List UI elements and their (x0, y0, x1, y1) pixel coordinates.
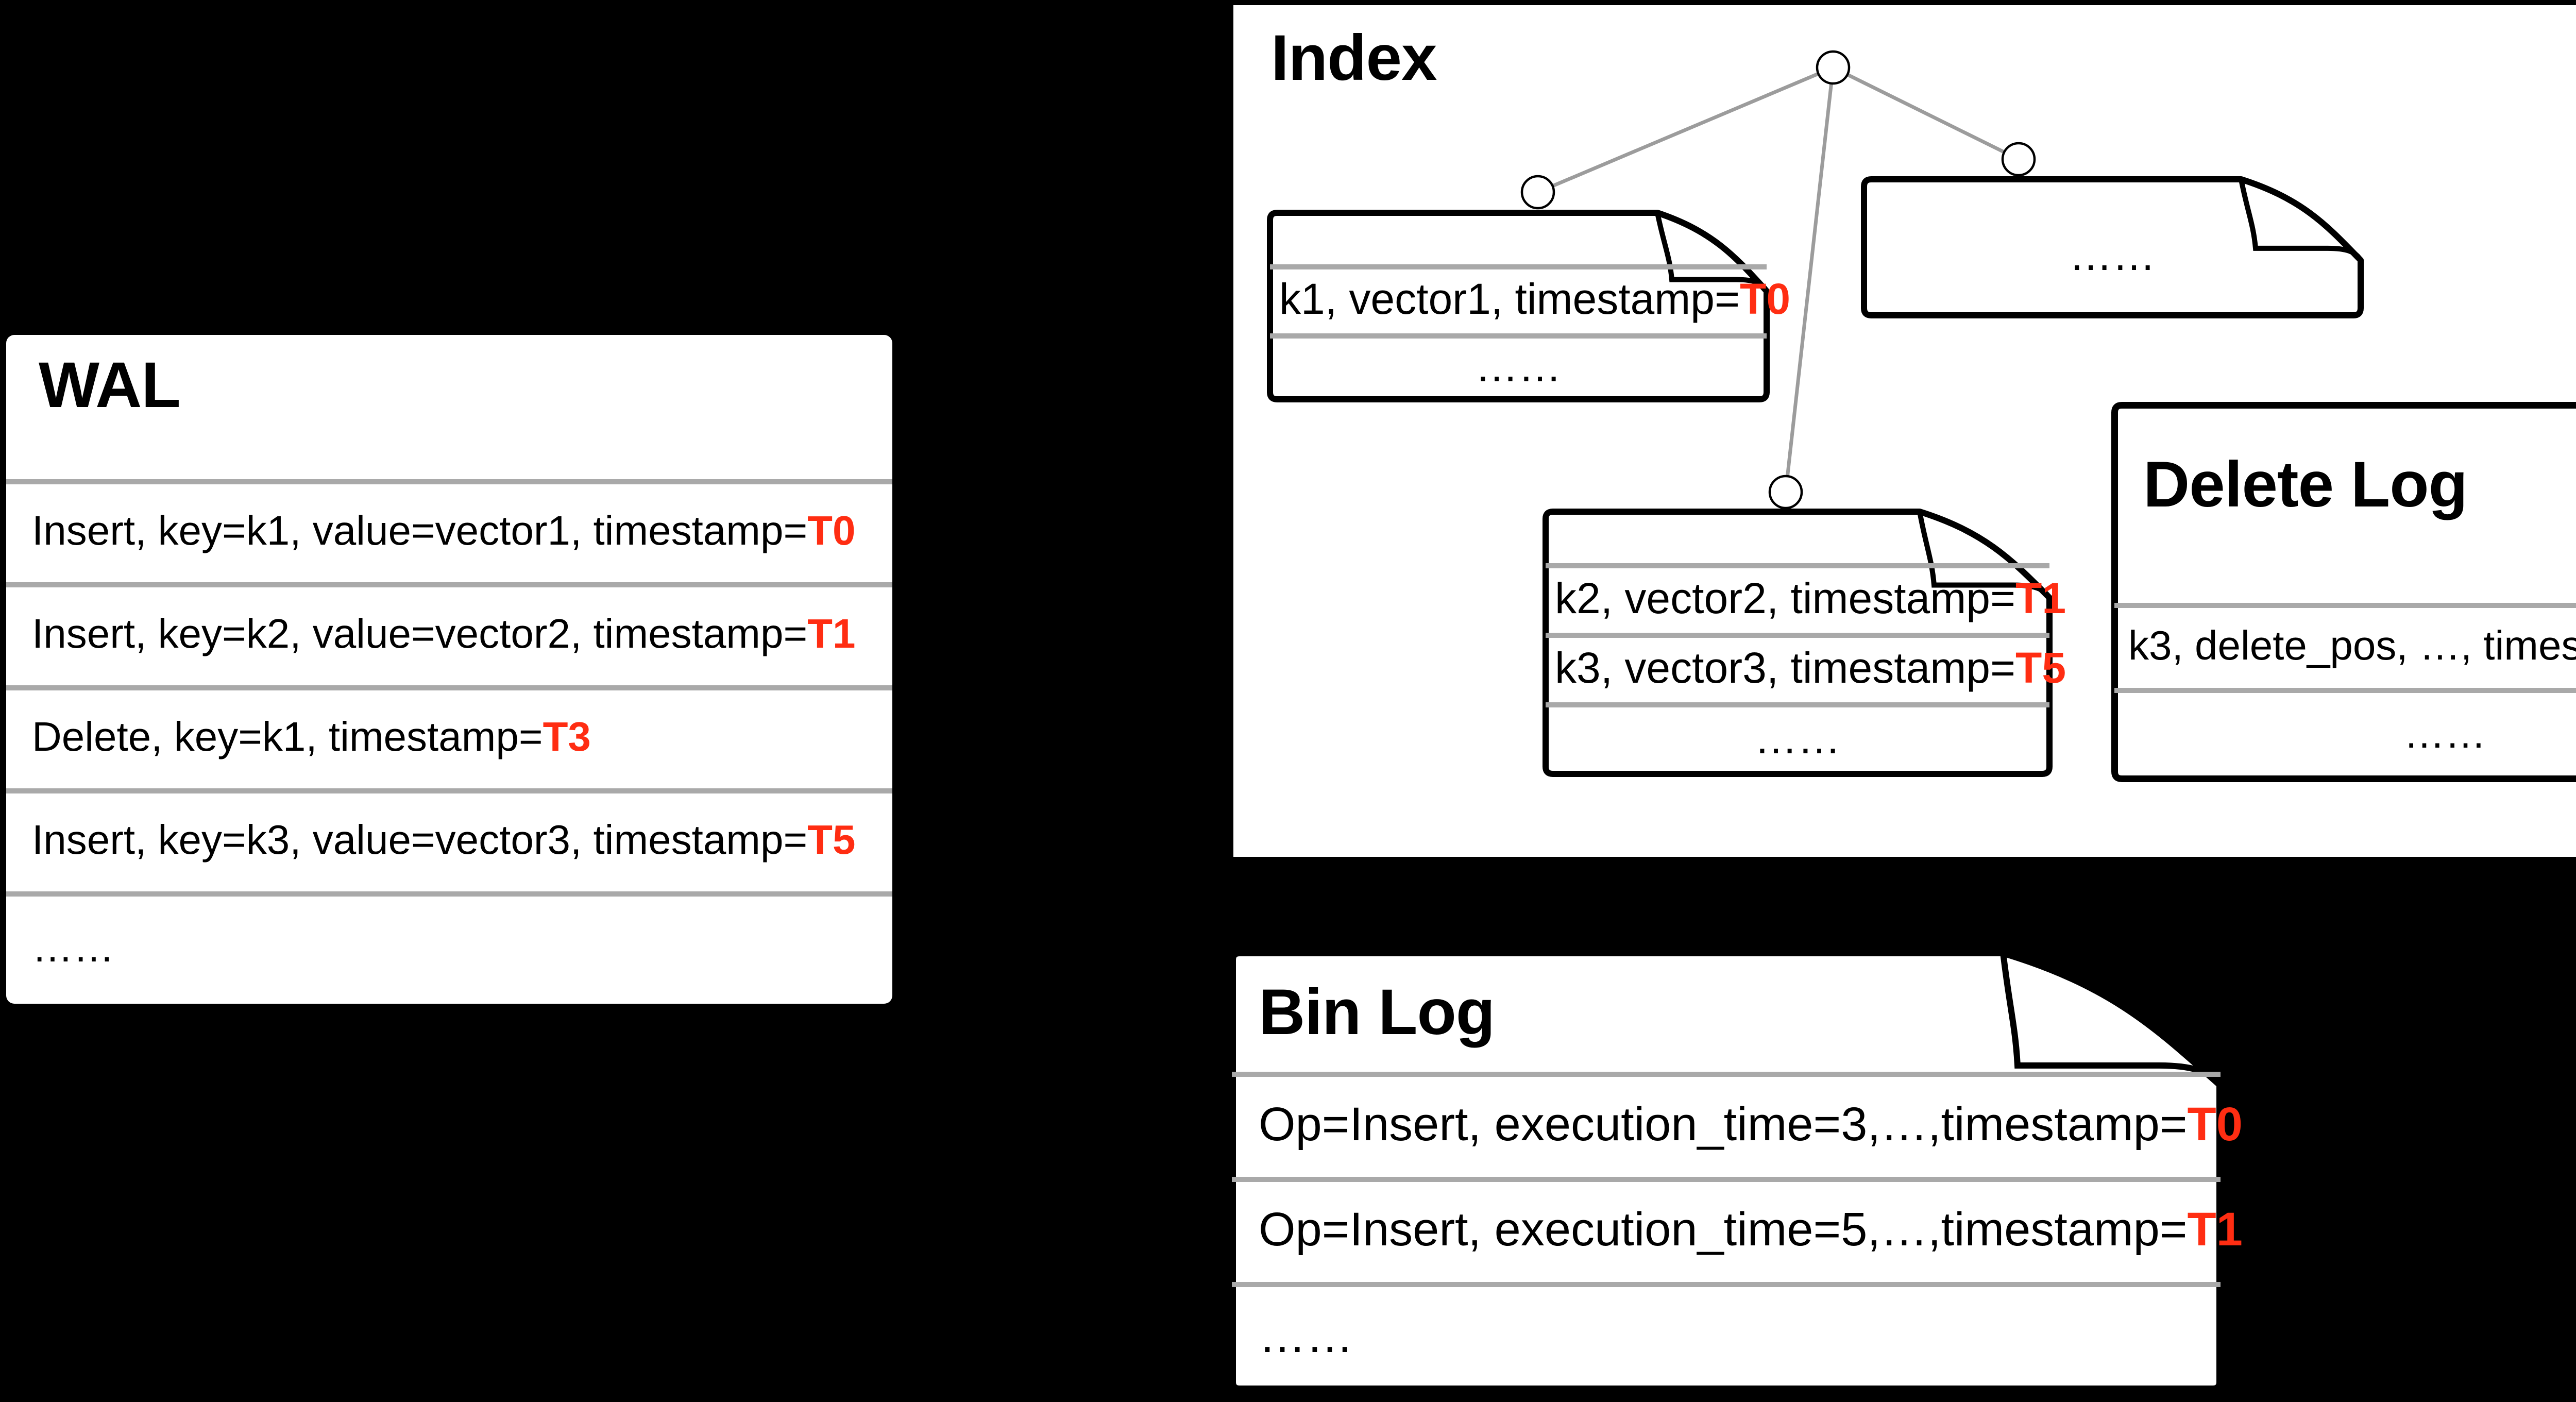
document-fold-icon (1917, 509, 2052, 600)
wal-more-row: …… (6, 891, 892, 1004)
bin-log-divider (1232, 1177, 2221, 1182)
leaf1-divider (1270, 333, 1767, 339)
wal-row: Insert, key=k1, value=vector1, timestamp… (6, 479, 892, 582)
document-outline (1229, 949, 2224, 1393)
delete-log-more-row: …… (2110, 688, 2576, 780)
wal-row-timestamp: T3 (543, 714, 591, 759)
leaf1-divider (1270, 264, 1767, 269)
wal-divider (6, 582, 892, 587)
document-shape (1543, 509, 2053, 777)
wal-divider (6, 891, 892, 897)
leaf2-more-row: …… (1541, 702, 2054, 774)
tree-node-right (2001, 142, 2036, 177)
leaf1-row-text: k1, vector1, timestamp= (1279, 275, 1740, 323)
leaf2-row: k3, vector3, timestamp=T5 (1541, 633, 2066, 702)
leaf2-divider (1546, 633, 2049, 638)
tree-edge-left (1537, 65, 1834, 194)
bin-log-box: Bin Log Op=Insert, execution_time=3,…,ti… (1228, 948, 2243, 1394)
bin-log-more-text: …… (1259, 1310, 1353, 1362)
bin-log-row-timestamp: T1 (2187, 1203, 2243, 1256)
bin-log-row-text: Op=Insert, execution_time=3,…,timestamp= (1259, 1098, 2188, 1151)
wal-box: WAL Insert, key=k1, value=vector1, times… (6, 335, 892, 1004)
wal-row: Delete, key=k1, timestamp=T3 (6, 685, 892, 788)
leaf3-more-row: …… (1860, 191, 2365, 319)
delete-log-divider (2114, 603, 2576, 608)
wal-row-timestamp: T0 (807, 508, 856, 553)
leaf1-row: k1, vector1, timestamp=T0 (1266, 264, 1790, 333)
wal-row: Insert, key=k2, value=vector2, timestamp… (6, 582, 892, 685)
index-leaf2-box: k2, vector2, timestamp=T1 k3, vector3, t… (1541, 508, 2066, 778)
leaf1-more-text: …… (1475, 342, 1562, 391)
document-outline (1861, 176, 2364, 318)
wal-row-timestamp: T5 (807, 817, 856, 863)
bin-log-divider (1232, 1072, 2221, 1077)
wal-row-text: Insert, key=k2, value=vector2, timestamp… (32, 611, 808, 656)
wal-title: WAL (39, 349, 181, 421)
document-shape (2111, 402, 2576, 782)
wal-row-text: Delete, key=k1, timestamp= (32, 714, 543, 759)
tree-edge-middle (1784, 67, 1835, 493)
leaf2-row: k2, vector2, timestamp=T1 (1541, 563, 2066, 633)
index-title: Index (1271, 22, 1437, 94)
bin-log-more-row: …… (1228, 1282, 2225, 1390)
index-leaf3-box: …… (1860, 175, 2365, 319)
tree-node-middle (1768, 475, 1803, 510)
leaf2-divider (1546, 702, 2049, 707)
bin-log-title: Bin Log (1259, 976, 1495, 1048)
leaf2-row-timestamp: T1 (2015, 573, 2066, 622)
leaf1-row-timestamp: T0 (1740, 275, 1791, 323)
delete-log-box: Delete Log k3, delete_pos, …, timestamp=… (2110, 401, 2576, 783)
delete-log-title: Delete Log (2143, 449, 2468, 520)
leaf2-more-text: …… (1754, 714, 1841, 763)
delete-log-row-text: k3, delete_pos, …, timestamp= (2128, 622, 2576, 668)
document-shape (1229, 949, 2224, 1393)
leaf2-row-timestamp: T5 (2015, 643, 2066, 692)
wal-row-timestamp: T1 (807, 611, 856, 656)
index-tree (1520, 50, 2036, 510)
document-shape (1861, 176, 2364, 318)
document-outline (1267, 210, 1770, 402)
wal-divider (6, 788, 892, 793)
leaf3-more-text: …… (2069, 231, 2156, 279)
bin-log-row: Op=Insert, execution_time=5,…,timestamp=… (1228, 1177, 2243, 1282)
document-shape (1267, 210, 1770, 402)
bin-log-row-text: Op=Insert, execution_time=5,…,timestamp= (1259, 1203, 2188, 1256)
document-fold-icon (2239, 177, 2363, 263)
wal-row: Insert, key=k3, value=vector3, timestamp… (6, 788, 892, 891)
tree-root-node (1816, 50, 1851, 85)
document-outline (1543, 509, 2053, 777)
delete-log-row: k3, delete_pos, …, timestamp=T3 (2110, 603, 2576, 688)
wal-row-text: Insert, key=k1, value=vector1, timestamp… (32, 508, 808, 553)
document-outline (2111, 402, 2576, 782)
document-fold-icon (1655, 210, 1769, 294)
leaf2-row-text: k2, vector2, timestamp= (1555, 573, 2016, 622)
bin-log-row: Op=Insert, execution_time=3,…,timestamp=… (1228, 1072, 2243, 1177)
bin-log-row-timestamp: T0 (2187, 1098, 2243, 1151)
delete-log-more-text: …… (2403, 711, 2486, 756)
wal-row-text: Insert, key=k3, value=vector3, timestamp… (32, 817, 808, 863)
tree-edge-right (1832, 65, 2020, 161)
bin-log-divider (1232, 1282, 2221, 1287)
delete-log-divider (2114, 688, 2576, 693)
index-leaf1-box: k1, vector1, timestamp=T0 …… (1266, 209, 1790, 403)
tree-node-left (1520, 175, 1555, 210)
leaf2-row-text: k3, vector3, timestamp= (1555, 643, 2016, 692)
wal-more-text: …… (32, 924, 114, 970)
leaf1-more-row: …… (1266, 333, 1771, 399)
leaf2-divider (1546, 563, 2049, 568)
wal-divider (6, 685, 892, 690)
wal-divider (6, 479, 892, 484)
